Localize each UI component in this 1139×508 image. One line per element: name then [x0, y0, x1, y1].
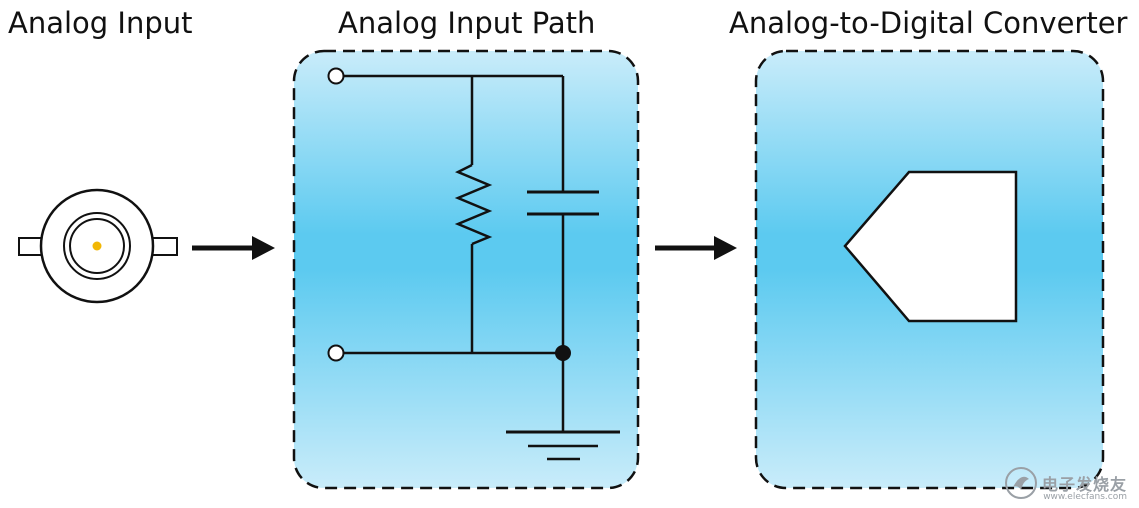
junction-dot: [555, 345, 571, 361]
connector-pin-icon: [92, 241, 102, 251]
adc-label: Analog-to-Digital Converter: [729, 6, 1128, 40]
analog-input-path-panel: [292, 49, 640, 490]
arrow-right-icon: [192, 236, 275, 260]
watermark: 电子发烧友 www.elecfans.com: [1004, 466, 1127, 502]
rc-circuit: [343, 74, 620, 461]
analog-input-label: Analog Input: [8, 6, 193, 40]
elecfans-logo-icon: [1004, 467, 1037, 499]
input-terminal-bottom: [327, 344, 345, 362]
watermark-text: 电子发烧友: [1041, 475, 1127, 494]
watermark-url: www.elecfans.com: [1043, 492, 1127, 502]
arrow-right-icon: [655, 236, 737, 260]
resistor-icon: [454, 163, 493, 246]
bnc-connector-icon: [18, 188, 178, 304]
adc-symbol-icon: [843, 170, 1018, 323]
analog-input-path-label: Analog Input Path: [338, 6, 596, 40]
ground-icon: [506, 430, 620, 461]
input-terminal-top: [327, 67, 345, 85]
